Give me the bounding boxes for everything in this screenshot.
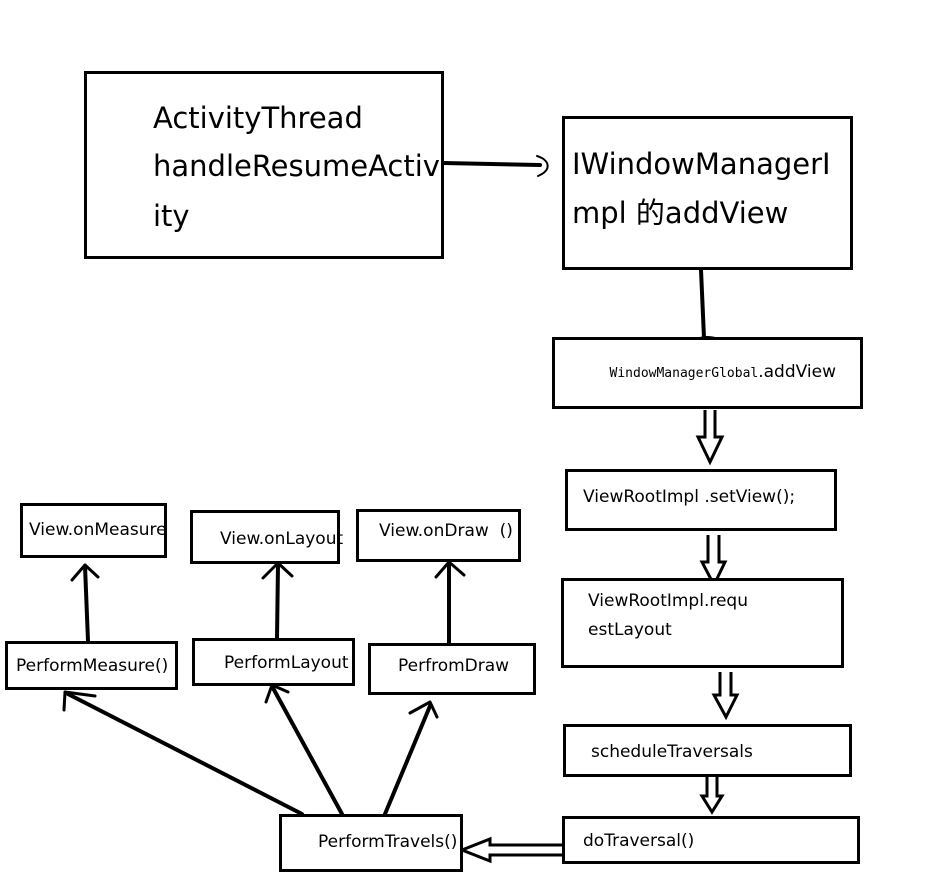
set-view-box: ViewRootImpl .setView(); bbox=[565, 469, 837, 531]
on-draw-box: View.onDraw () bbox=[356, 509, 521, 562]
window-manager-impl-box: IWindowManagerI mpl 的addView bbox=[562, 116, 853, 270]
do-traversal-label: doTraversal() bbox=[583, 831, 695, 851]
arrow-measure-to-onmeasure bbox=[83, 564, 90, 643]
perform-travels-box: PerformTravels() bbox=[279, 814, 463, 872]
arrowhead-measure bbox=[62, 690, 97, 712]
arrow-impl-to-global bbox=[699, 268, 706, 340]
perform-travels-label: PerformTravels() bbox=[318, 832, 458, 852]
arrow-activitythread-to-impl bbox=[442, 161, 542, 167]
schedule-traversals-box: scheduleTraversals bbox=[563, 724, 852, 777]
schedule-traversals-label: scheduleTraversals bbox=[591, 742, 753, 762]
arrowhead-impl bbox=[536, 155, 549, 177]
window-manager-impl-line1: IWindowManagerI bbox=[572, 147, 831, 181]
arrowhead-ondraw bbox=[434, 560, 466, 579]
activity-thread-box: ActivityThread handleResumeActiv ity bbox=[84, 71, 444, 259]
double-arrow-dotraversal-to-performtravels bbox=[457, 836, 562, 864]
double-arrow-global-to-setview bbox=[695, 410, 725, 466]
perform-draw-box: PerfromDraw bbox=[368, 643, 536, 695]
on-layout-box: View.onLayout bbox=[190, 510, 344, 564]
on-layout-label: View.onLayout bbox=[220, 529, 344, 549]
set-view-label: ViewRootImpl .setView(); bbox=[583, 487, 796, 507]
arrowhead-onmeasure bbox=[70, 563, 100, 582]
arrowhead-draw bbox=[408, 700, 439, 719]
on-measure-label: View.onMeasure bbox=[29, 520, 167, 540]
perform-draw-label: PerfromDraw bbox=[398, 656, 510, 676]
window-manager-global-suffix: .addView bbox=[758, 362, 836, 382]
arrow-layout-to-onlayout bbox=[275, 563, 280, 640]
request-layout-line2: estLayout bbox=[588, 620, 672, 640]
window-manager-global-box: WindowManagerGlobal.addView bbox=[552, 337, 863, 409]
activity-thread-line2: handleResumeActiv bbox=[153, 149, 440, 183]
window-manager-global-label: WindowManagerGlobal.addView bbox=[579, 348, 836, 397]
double-arrow-schedule-to-dotraversal bbox=[699, 777, 725, 815]
arrow-travels-to-draw bbox=[383, 704, 432, 816]
perform-measure-label: PerformMeasure() bbox=[16, 656, 169, 676]
request-layout-box: ViewRootImpl.requ estLayout bbox=[561, 578, 844, 668]
activity-thread-line1: ActivityThread bbox=[153, 101, 363, 135]
perform-measure-box: PerformMeasure() bbox=[5, 641, 178, 690]
arrow-travels-to-layout bbox=[271, 686, 344, 816]
arrow-travels-to-measure bbox=[66, 692, 304, 816]
perform-layout-label: PerformLayout bbox=[224, 653, 349, 673]
on-measure-box: View.onMeasure bbox=[20, 503, 167, 558]
perform-layout-box: PerformLayout bbox=[192, 638, 355, 686]
do-traversal-box: doTraversal() bbox=[562, 816, 860, 864]
window-manager-impl-line2: mpl 的addView bbox=[572, 196, 789, 230]
window-manager-global-prefix: WindowManagerGlobal bbox=[609, 366, 759, 381]
request-layout-line1: ViewRootImpl.requ bbox=[588, 591, 748, 611]
double-arrow-request-to-schedule bbox=[711, 672, 740, 721]
on-draw-label: View.onDraw () bbox=[379, 521, 513, 541]
activity-thread-line3: ity bbox=[153, 199, 190, 233]
